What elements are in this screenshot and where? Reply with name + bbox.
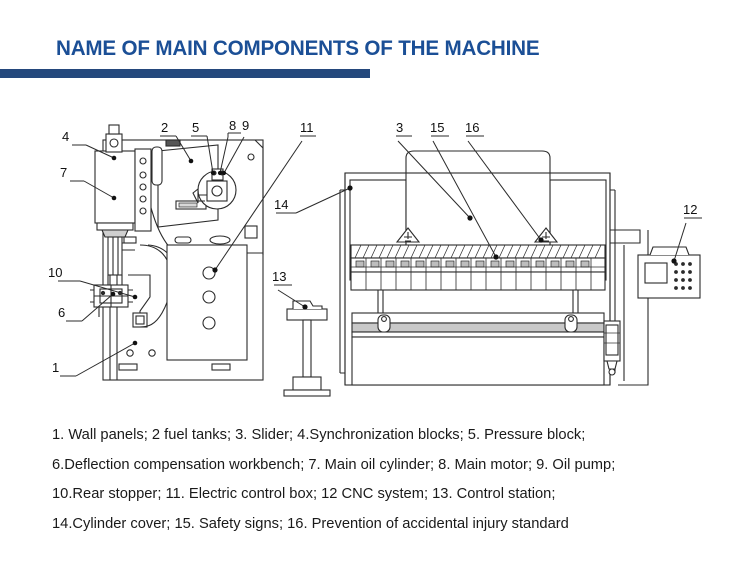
caption-line-3: 10.Rear stopper; 11. Electric control bo…: [52, 486, 556, 502]
main-oil-cylinder-group: [94, 124, 163, 276]
callout-label-8: 8: [229, 118, 236, 133]
callout-label-5: 5: [192, 120, 199, 135]
callout-label-9: 9: [242, 118, 249, 133]
callout-label-13: 13: [272, 269, 286, 284]
callout-label-6: 6: [58, 305, 65, 320]
callout-label-16: 16: [465, 120, 479, 135]
cnc-system-panel: [637, 246, 701, 299]
callout-label-4: 4: [62, 129, 69, 144]
cylinder-links: [377, 290, 579, 313]
callout-labels: 4 7 2 5 8 9 11 10 6 1 13 14 3 15 16 12: [48, 118, 697, 375]
callout-label-10: 10: [48, 265, 62, 280]
side-drive-unit: [603, 320, 621, 376]
callout-label-15: 15: [430, 120, 444, 135]
caption-line-4: 14.Cylinder cover; 15. Safety signs; 16.…: [52, 515, 569, 532]
callout-label-2: 2: [161, 120, 168, 135]
electric-control-box-group: [166, 235, 248, 361]
upper-die-beam: [350, 244, 606, 259]
callout-arrow-dots: [110, 155, 677, 346]
title-underline-bar: [0, 69, 370, 78]
component-legend-caption: 1. Wall panels; 2 fuel tanks; 3. Slider;…: [52, 421, 732, 539]
caption-line-1: 1. Wall panels; 2 fuel tanks; 3. Slider;…: [52, 427, 586, 443]
callout-label-14: 14: [274, 197, 288, 212]
control-station-group: [283, 300, 331, 397]
workbench-group: [351, 312, 605, 386]
callout-leader-lines: [58, 132, 702, 377]
caption-line-2: 6.Deflection compensation workbench; 7. …: [52, 456, 616, 473]
tooling-clamp-row: [350, 257, 606, 291]
callout-label-12: 12: [683, 202, 697, 217]
callout-label-1: 1: [52, 360, 59, 375]
callout-label-3: 3: [396, 120, 403, 135]
callout-label-7: 7: [60, 165, 67, 180]
page-title: NAME OF MAIN COMPONENTS OF THE MACHINE: [56, 36, 540, 60]
machine-diagram-svg: 4 7 2 5 8 9 11 10 6 1 13 14 3 15 16 12: [48, 118, 702, 397]
safety-sign-left: [395, 227, 421, 243]
callout-label-11: 11: [300, 120, 314, 135]
machine-diagram: 4 7 2 5 8 9 11 10 6 1 13 14 3 15 16 12: [0, 85, 750, 415]
press-brake-front-view: [339, 150, 649, 386]
left-side-view-assembly: [90, 124, 264, 381]
